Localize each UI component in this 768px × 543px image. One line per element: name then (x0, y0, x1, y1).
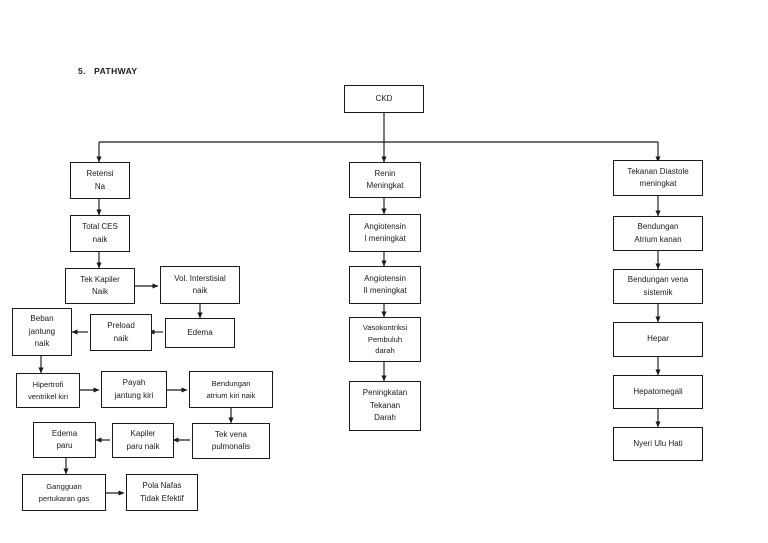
node-vasokontriksi[interactable]: Vasokontriksi Pembuluh darah (349, 317, 421, 362)
node-hipertrofi[interactable]: Hipertrofi ventrikel kiri (16, 373, 80, 408)
page-title: 5. PATHWAY (78, 66, 138, 76)
node-preload[interactable]: Preload naik (90, 314, 152, 351)
node-vol-interstisial[interactable]: Vol. Interstisial naik (160, 266, 240, 304)
node-nyeri-ulu-hati[interactable]: Nyeri Ulu Hati (613, 427, 703, 461)
node-peningkatan-tekanan-darah[interactable]: Peningkatan Tekanan Darah (349, 381, 421, 431)
node-pola-nafas[interactable]: Pola Nafas Tidak Efektif (126, 474, 198, 511)
node-ckd[interactable]: CKD (344, 85, 424, 113)
node-hepatomegali[interactable]: Hepatomegali (613, 375, 703, 409)
node-tek-vena-pulmonalis[interactable]: Tek vena pulmonalis (192, 423, 270, 459)
node-angiotensin-1[interactable]: Angiotensin I meningkat (349, 214, 421, 252)
node-gangguan-pertukaran-gas[interactable]: Gangguan pertukaran gas (22, 474, 106, 511)
node-kapiler-paru[interactable]: Kapiler paru naik (112, 423, 174, 458)
node-angiotensin-2[interactable]: Angiotensin II meningkat (349, 266, 421, 304)
node-bendungan-atrium-kanan[interactable]: Bendungan Atrium kanan (613, 216, 703, 251)
node-tekanan-diastole[interactable]: Tekanan Diastole meningkat (613, 160, 703, 196)
node-bendungan-vena-sistemik[interactable]: Bendungan vena sistemik (613, 269, 703, 304)
node-payah-jantung[interactable]: Payah jantung kiri (101, 371, 167, 408)
node-bendungan-atrium-kiri[interactable]: Bendungan atrium kiri naik (189, 371, 273, 408)
node-beban-jantung[interactable]: Beban jantung naik (12, 308, 72, 356)
node-edema[interactable]: Edema (165, 318, 235, 348)
node-edema-paru[interactable]: Edema paru (33, 422, 96, 458)
node-tek-kapiler[interactable]: Tek Kapiler Naik (65, 268, 135, 304)
node-retensi-na[interactable]: Retensi Na (70, 162, 130, 199)
node-total-ces[interactable]: Total CES naik (70, 215, 130, 252)
node-hepar[interactable]: Hepar (613, 322, 703, 357)
node-renin[interactable]: Renin Meningkat (349, 162, 421, 198)
